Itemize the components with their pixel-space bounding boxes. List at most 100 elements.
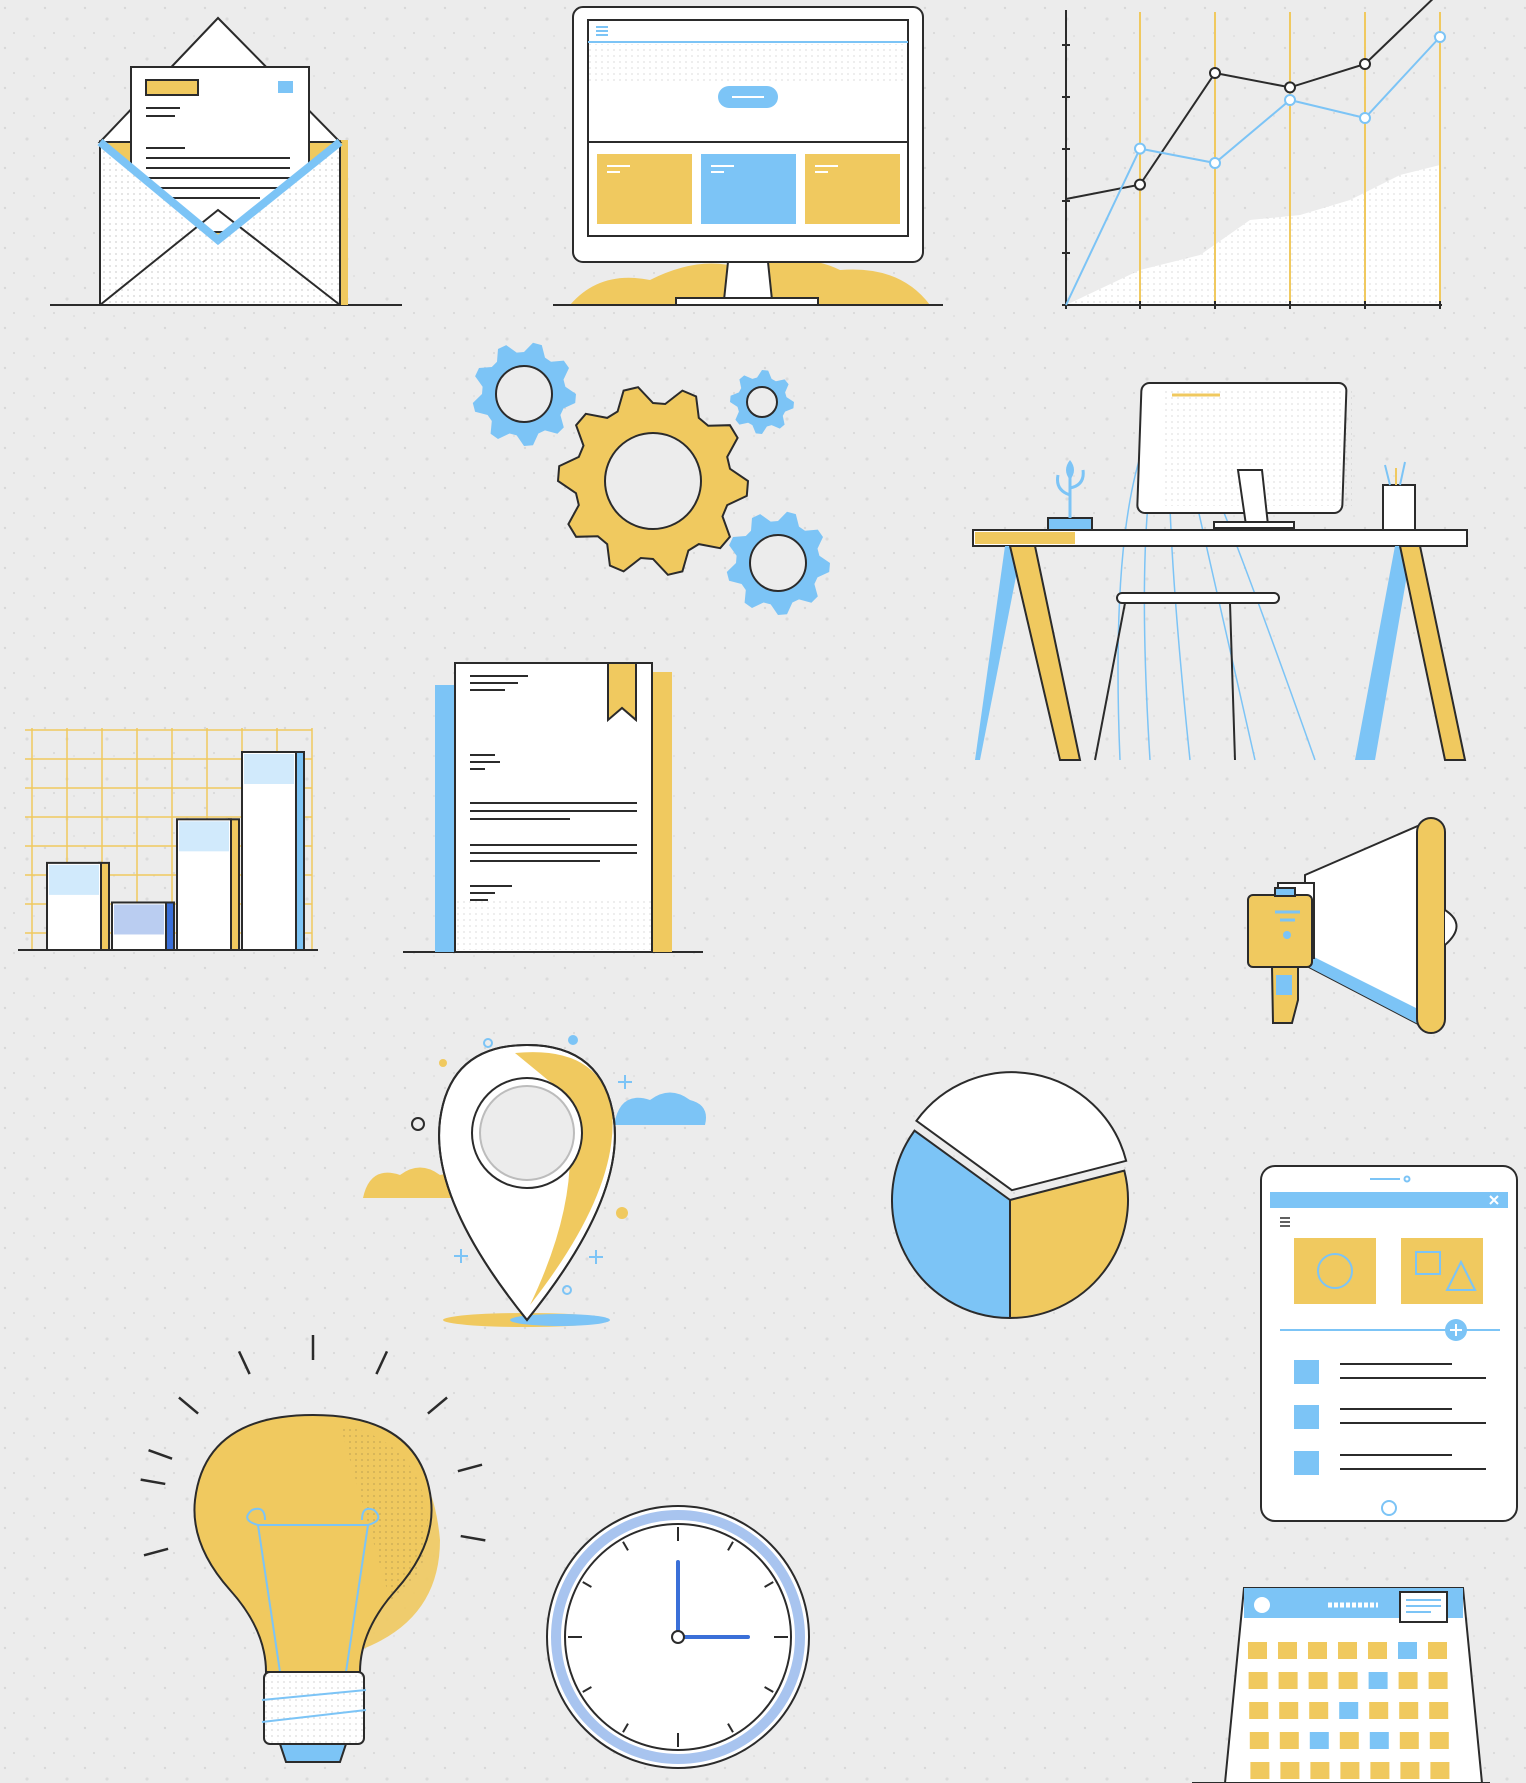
calendar-day-cell (1310, 1762, 1330, 1779)
line-chart-point (1134, 178, 1146, 191)
gear-hole (749, 534, 807, 592)
line-chart-point (1209, 157, 1221, 169)
light-ray (457, 1463, 483, 1473)
light-bulb-icon (140, 1335, 486, 1763)
line-chart-series-line (1065, 36, 1441, 306)
calendar-day-cell (1430, 1762, 1450, 1779)
calendar-day-cell (1248, 1672, 1268, 1689)
calendar-day-cell (1339, 1702, 1359, 1719)
megaphone-icon (1247, 817, 1458, 1034)
calendar-day-cell (1279, 1732, 1299, 1749)
calendar-day-cell (1400, 1762, 1420, 1779)
calendar-day-cell (1428, 1672, 1448, 1689)
calendar-day-cell (1249, 1702, 1269, 1719)
calendar-day-cell (1370, 1762, 1390, 1779)
clock-tick (622, 1541, 629, 1551)
calendar-day-cell (1340, 1762, 1360, 1779)
bar-chart-bar-highlight (49, 864, 99, 895)
gear-hole (746, 386, 778, 418)
calendar-day-cell (1250, 1762, 1270, 1779)
calendar-day-cell (1278, 1642, 1297, 1659)
tablet-icon (1260, 1165, 1518, 1522)
calendar-day-cell (1308, 1642, 1327, 1659)
line-chart-point (1359, 58, 1371, 70)
clock-ticks (568, 1527, 788, 1747)
light-ray (460, 1534, 486, 1542)
calendar-icon (1192, 1587, 1490, 1783)
bar-chart-bar-highlight (244, 754, 294, 784)
calendar-day-cell (1398, 1642, 1417, 1659)
pie-chart-slice (891, 1129, 1011, 1320)
clock-tick (727, 1723, 734, 1733)
clock-icon (546, 1505, 810, 1769)
line-chart-icon (1062, 0, 1446, 309)
light-ray (375, 1350, 389, 1375)
calendar-day-cell (1368, 1672, 1388, 1689)
light-ray (148, 1448, 173, 1460)
gear-hole (604, 432, 702, 530)
pie-chart-slice (915, 1071, 1128, 1192)
light-ray (140, 1478, 166, 1486)
line-chart-point (1284, 81, 1296, 94)
clock-center (671, 1630, 685, 1644)
calendar-day-cell (1338, 1672, 1358, 1689)
clock-tick (582, 1686, 592, 1693)
top-left-gear-icon (472, 342, 576, 446)
document-icon (403, 662, 703, 953)
bottom-right-gear-icon (726, 511, 830, 615)
bar-chart-bar (46, 861, 102, 952)
clock-tick (582, 1581, 592, 1588)
envelope-icon (50, 16, 402, 306)
clock-tick (727, 1541, 734, 1551)
light-ray (237, 1350, 251, 1375)
calendar-day-cell (1369, 1732, 1389, 1749)
bar-chart-bar (241, 751, 297, 951)
clock-tick (622, 1723, 629, 1733)
bar-chart-bar-highlight (179, 821, 229, 852)
calendar-day-cell (1280, 1762, 1300, 1779)
large-gear-icon (556, 386, 750, 576)
light-ray (427, 1396, 448, 1415)
pie-chart-slice (1009, 1169, 1129, 1320)
calendar-day-cell (1429, 1732, 1449, 1749)
calendar-day-cell (1399, 1702, 1419, 1719)
calendar-day-cell (1279, 1702, 1299, 1719)
clock-tick (764, 1581, 774, 1588)
line-chart-point (1134, 142, 1146, 155)
bar-chart-icon (18, 728, 318, 952)
calendar-day-cell (1309, 1702, 1329, 1719)
calendar-day-cell (1309, 1732, 1329, 1749)
line-chart-point (1434, 31, 1446, 43)
calendar-day-cell (1308, 1672, 1328, 1689)
light-ray (143, 1547, 169, 1557)
line-chart-point (1209, 67, 1221, 79)
calendar-day-cell (1429, 1702, 1449, 1719)
clock-tick (764, 1686, 774, 1693)
gear-hole (495, 365, 553, 423)
calendar-day-cell (1398, 1672, 1418, 1689)
line-chart-point (1359, 112, 1371, 124)
calendar-day-grid (1248, 1642, 1450, 1779)
line-chart-point (1284, 94, 1296, 106)
location-pin-icon (363, 1035, 706, 1327)
line-chart-series-line (1065, 0, 1434, 200)
top-right-gear-icon (730, 370, 794, 434)
workspace-desk-icon (972, 382, 1468, 761)
calendar-day-cell (1338, 1642, 1357, 1659)
calendar-day-cell (1249, 1732, 1269, 1749)
calendar-day-cell (1368, 1642, 1387, 1659)
calendar-day-cell (1399, 1732, 1419, 1749)
desktop-monitor-icon (553, 6, 943, 306)
bar-chart-bar (176, 818, 232, 951)
calendar-day-cell (1339, 1732, 1359, 1749)
line-chart-series (1065, 0, 1446, 306)
light-ray (178, 1396, 199, 1415)
calendar-day-cell (1428, 1642, 1447, 1659)
bar-chart-bars (46, 751, 305, 952)
gears-icon (472, 342, 830, 615)
calendar-day-cell (1248, 1642, 1267, 1659)
calendar-day-cell (1278, 1672, 1298, 1689)
pie-chart-icon (891, 1071, 1129, 1320)
